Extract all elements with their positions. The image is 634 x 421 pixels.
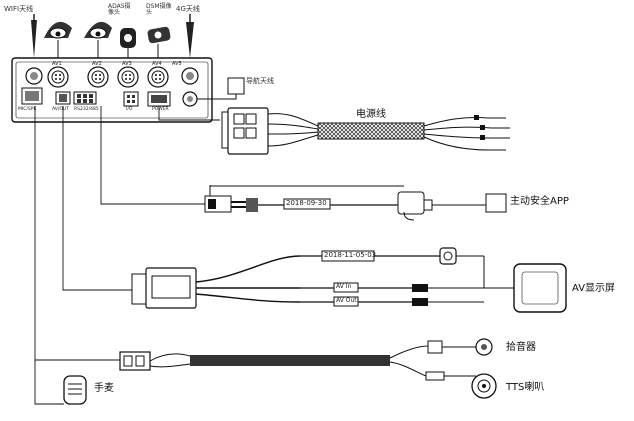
port-label-av5: AV5 [172, 61, 182, 67]
dome-camera-2-icon [84, 21, 112, 58]
4g-antenna-label: 4G天线 [176, 5, 200, 13]
port-label-io: I/O [126, 107, 133, 112]
wifi-antenna-label: WIFI天线 [4, 5, 34, 13]
round-ports [25, 66, 199, 88]
port-rs232 [73, 91, 97, 105]
4g-antenna-icon [186, 14, 194, 58]
adas-camera-icon [120, 28, 136, 58]
port-label-av2: AV2 [92, 61, 102, 67]
tts-speaker-label: TTS喇叭 [506, 382, 545, 393]
app-label: 主动安全APP [510, 196, 569, 207]
app-cable-date-tag: 2018-09-30 [286, 199, 327, 207]
port-gps [182, 91, 198, 107]
port-label-av4: AV4 [152, 61, 162, 67]
av-cable-date-tag: 2018-11-05-03 [324, 251, 377, 259]
gps-antenna-box [197, 77, 245, 100]
pickup-icon [475, 338, 493, 356]
port-av2 [87, 66, 109, 88]
gps-antenna-label: 导航天线 [246, 77, 274, 85]
port-4g [181, 67, 199, 85]
port-av-out [55, 91, 71, 105]
av-in-tag: AV In [336, 283, 352, 290]
adas-camera-label: ADAS摄 像头 [108, 3, 131, 16]
port-av4 [147, 66, 169, 88]
port-mic-spk [21, 87, 43, 105]
app-cable [204, 185, 507, 221]
port-label-av-out: AV/OUT [52, 107, 69, 112]
power-cable-label: 电源线 [356, 109, 386, 120]
port-wifi [25, 67, 43, 85]
port-label-mic-spk: MIC/SPK [18, 107, 37, 112]
port-power [147, 91, 171, 107]
port-label-rs232: RS232/485 [74, 107, 99, 112]
power-cable [221, 107, 510, 155]
av-display-label: AV显示屏 [572, 283, 616, 294]
routing-lines [34, 106, 220, 405]
port-av1 [47, 66, 69, 88]
dsm-camera-label: DSM摄像 头 [146, 3, 172, 16]
handheld-mic-icon [63, 375, 87, 405]
av-display-icon [513, 263, 567, 313]
port-av3 [117, 66, 139, 88]
port-label-power: POWER [152, 107, 169, 112]
tts-speaker-icon [471, 373, 497, 399]
dome-camera-1-icon [44, 21, 72, 58]
port-label-av3: AV3 [122, 61, 132, 67]
av-cable [131, 247, 514, 309]
pickup-label: 拾音器 [506, 342, 536, 353]
handheld-mic-label: 手麦 [94, 383, 114, 394]
dsm-camera-icon [147, 26, 171, 58]
wifi-antenna-icon [31, 14, 37, 58]
port-io [123, 91, 139, 107]
port-label-av1: AV1 [52, 61, 62, 67]
audio-cable [119, 340, 478, 381]
av-out-tag: AV Out [336, 297, 357, 304]
